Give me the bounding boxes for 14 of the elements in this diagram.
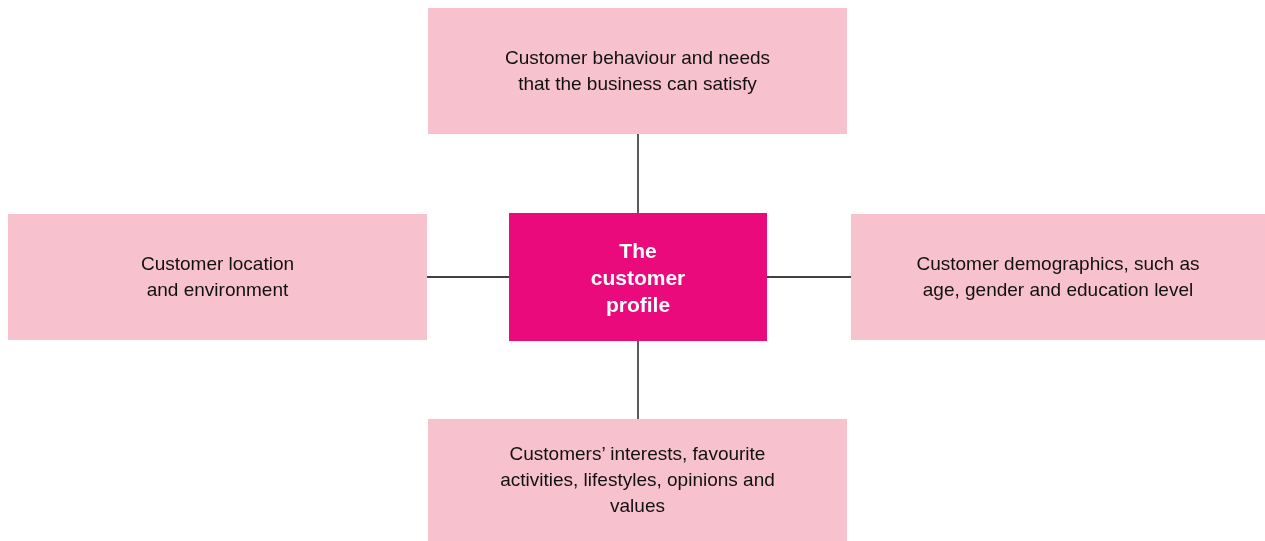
topic-text: Customer demographics, such as age, gender and education level xyxy=(915,252,1201,302)
topic-text: Customers’ interests, favourite activities, lifestyles, opinions and values xyxy=(499,442,776,518)
topic-text: Customer location and environment xyxy=(139,252,296,302)
topic-text: Customer behaviour and needs that the business can satisfy xyxy=(503,46,772,96)
central-topic-text: The customer profile xyxy=(589,237,687,318)
connector-line xyxy=(426,276,510,278)
topic-box xyxy=(8,214,427,340)
connector-line xyxy=(637,340,639,420)
central-topic-box xyxy=(509,213,767,341)
connector-line xyxy=(637,133,639,214)
topic-box xyxy=(428,8,847,134)
connector-line xyxy=(766,276,852,278)
topic-box xyxy=(851,214,1265,340)
topic-box xyxy=(428,419,847,541)
